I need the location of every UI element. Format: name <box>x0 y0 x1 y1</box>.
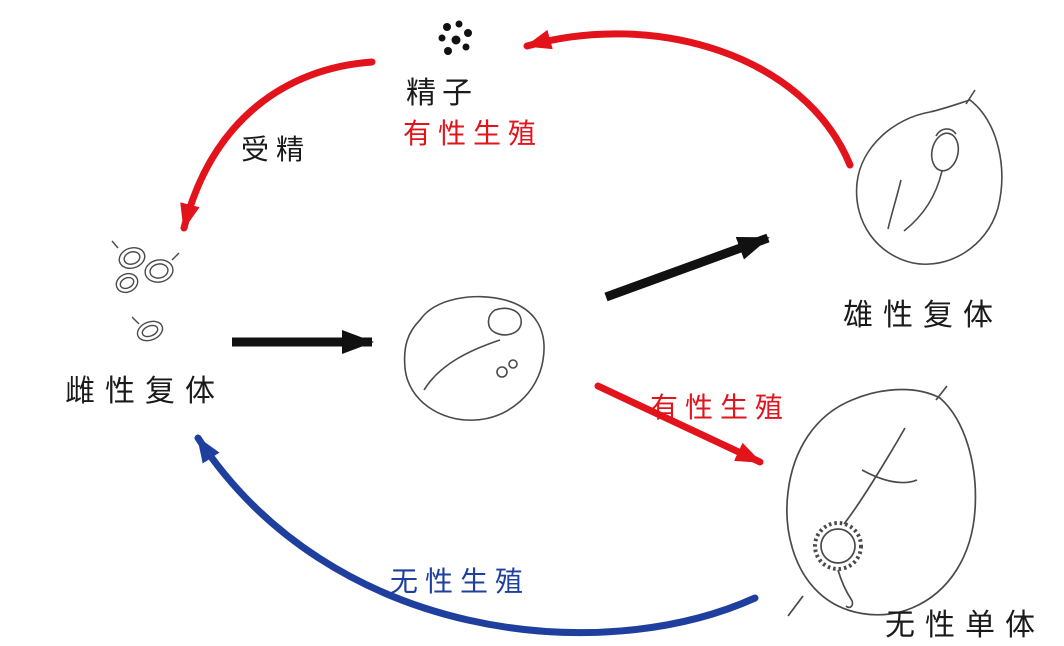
sperm-label: 精子 <box>406 76 478 111</box>
female-complex-drawing <box>111 240 180 342</box>
male-complex-drawing <box>855 89 1003 265</box>
sexual-reproduction-mid-label: 有性生殖 <box>650 391 791 424</box>
arrow-fertilization-sperm-to-female <box>180 58 376 232</box>
arrow-male-complex-to-sperm <box>523 29 854 169</box>
sexual-reproduction-top-label: 有性生殖 <box>403 117 544 150</box>
central-cell-drawing <box>403 295 545 421</box>
asexual-monomer-label: 无性单体 <box>885 608 1045 643</box>
sperm-dots <box>438 20 472 55</box>
male-complex-label: 雄性复体 <box>843 298 1003 333</box>
arrow-central-cell-to-male-complex <box>604 233 770 302</box>
asexual-reproduction-label: 无性生殖 <box>390 565 531 598</box>
asexual-monomer-drawing <box>786 385 977 617</box>
female-complex-label: 雌性复体 <box>65 374 225 409</box>
fertilization-label: 受精 <box>241 133 312 166</box>
arrow-sexual-central-to-monomer <box>594 382 764 466</box>
arrow-asexual-monomer-to-female <box>194 434 759 637</box>
